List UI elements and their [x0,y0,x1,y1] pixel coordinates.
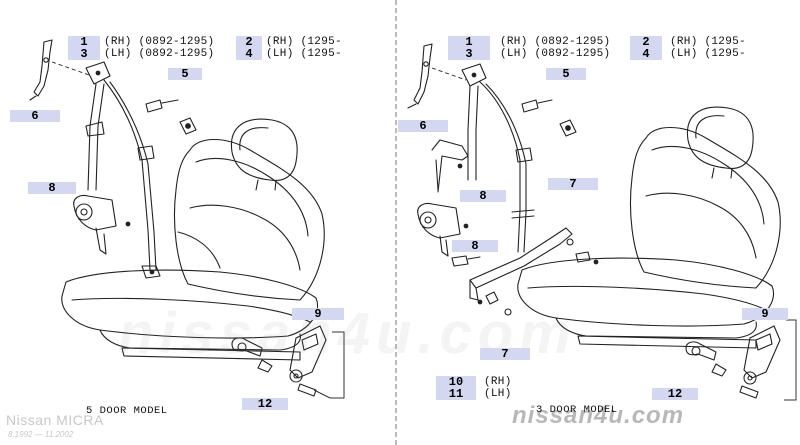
rh-range-new-label-right: (RH) (1295- [670,36,746,48]
lh-range-new-label-right: (LH) (1295- [670,48,746,60]
callout-8-right-top: 8 [460,190,506,202]
model-label-3-door: 3 DOOR MODEL [536,404,618,416]
callout-10-right: 10 [436,376,476,388]
callout-1-right: 1 [448,36,490,48]
rh-range-new-label-left: (RH) (1295- [266,36,342,48]
callout-9-right: 9 [742,308,788,320]
model-label-5-door: 5 DOOR MODEL [86,405,168,417]
lh-range-label-right: (LH) (0892-1295) [500,48,611,60]
callout-4-left: 4 [236,48,262,60]
callout-4-right: 4 [630,48,662,60]
callout-12-left: 12 [242,398,288,410]
callout-7-right-top: 7 [548,178,598,190]
callout-7-right-bottom: 7 [480,348,530,360]
watermark-years: 8.1992 — 11.2002 [8,430,74,439]
callout-12-right: 12 [652,388,698,400]
callout-5-right: 5 [546,68,586,80]
callout-2-left: 2 [236,36,262,48]
callout-6-left: 6 [10,110,60,122]
callout-2-right: 2 [630,36,662,48]
callout-3-right: 3 [448,48,490,60]
rh-range-label-right: (RH) (0892-1295) [500,36,611,48]
rh-range-label-left: (RH) (0892-1295) [104,36,215,48]
watermark-brand: nissan4u.com [512,402,685,429]
callout-8-left: 8 [28,182,76,194]
callout-1-left: 1 [68,36,100,48]
callout-3-left: 3 [68,48,100,60]
callout-6-right: 6 [398,120,448,132]
watermark-maker: Nissan MICRA [6,412,104,428]
callout-8-right-bottom: 8 [452,240,498,252]
lh-range-label-left: (LH) (0892-1295) [104,48,215,60]
callout-9-left: 9 [292,308,344,320]
lh-range-new-label-left: (LH) (1295- [266,48,342,60]
lh-label-right: (LH) [484,388,512,400]
left-seat-drawing [29,39,345,399]
callout-11-right: 11 [436,388,476,400]
right-seat-drawing [407,43,797,401]
callout-5-left: 5 [168,68,202,80]
rh-label-right: (RH) [484,376,512,388]
